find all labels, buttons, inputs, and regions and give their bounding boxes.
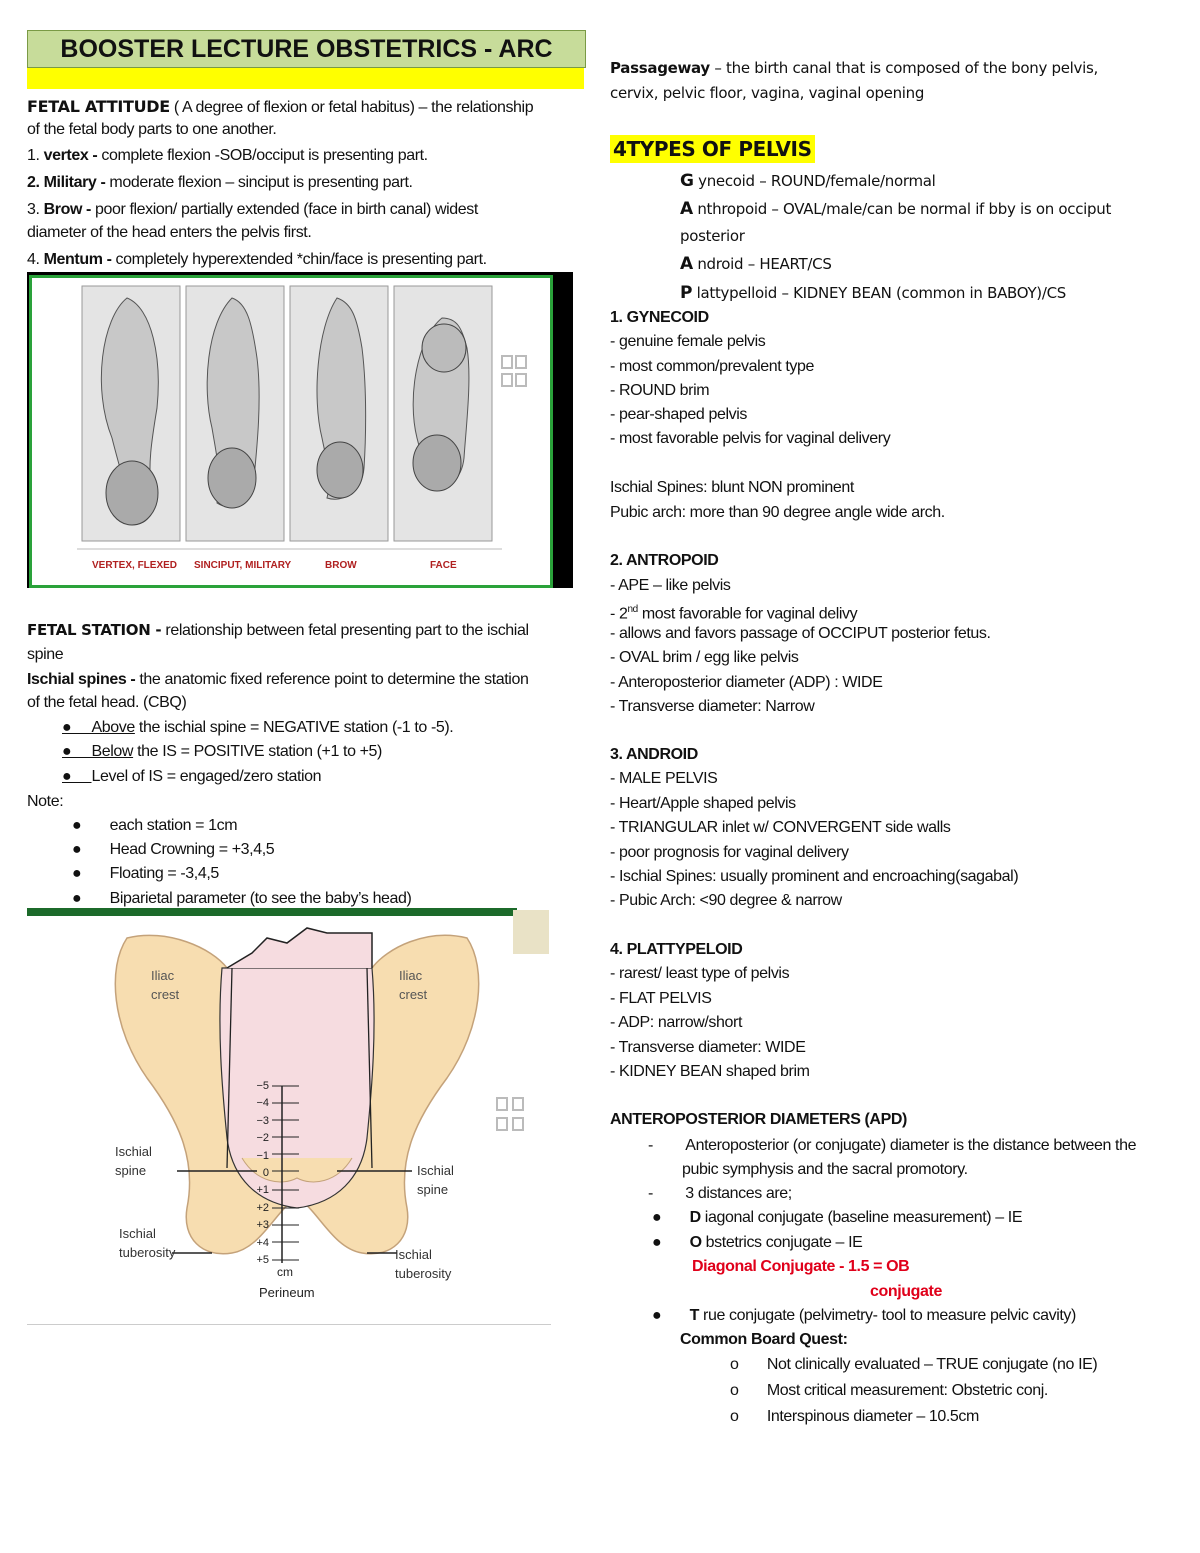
- gynecoid-item: - most favorable pelvis for vaginal deli…: [610, 430, 891, 447]
- fetal-attitude-line: FETAL ATTITUDE ( A degree of flexion or …: [27, 97, 534, 118]
- platypelloid-item: - ADP: narrow/short: [610, 1014, 743, 1031]
- gynecoid-item: - most common/prevalent type: [610, 358, 814, 375]
- label-sinciput: SINCIPUT, MILITARY: [194, 560, 292, 571]
- apd-obstetric: ● O bstetrics conjugate – IE: [652, 1234, 863, 1251]
- gynecoid-spines: Ischial Spines: blunt NON prominent: [610, 479, 854, 496]
- ischial-spines-line: Ischial spines - the anatomic fixed refe…: [27, 671, 529, 688]
- gynecoid-item: - ROUND brim: [610, 382, 710, 399]
- station-bullet-level: ● Level of IS = engaged/zero station: [62, 768, 322, 785]
- antropoid-item: - OVAL brim / egg like pelvis: [610, 649, 799, 666]
- antropoid-item: - allows and favors passage of OCCIPUT p…: [610, 625, 991, 642]
- document-title: BOOSTER LECTURE OBSTETRICS - ARC: [27, 30, 586, 68]
- pelvis-type-anthropoid: A nthropoid – OVAL/male/can be normal if…: [680, 199, 1112, 219]
- antropoid-item: - APE – like pelvis: [610, 577, 731, 594]
- android-title: 3. ANDROID: [610, 746, 698, 763]
- gynecoid-arch: Pubic arch: more than 90 degree angle wi…: [610, 504, 945, 521]
- apd-count: - 3 distances are;: [648, 1185, 792, 1202]
- note-item: ● Head Crowning = +3,4,5: [72, 841, 275, 858]
- passageway-desc-2: cervix, pelvic floor, vagina, vaginal op…: [610, 84, 925, 102]
- platypelloid-item: - Transverse diameter: WIDE: [610, 1039, 806, 1056]
- android-item: - Pubic Arch: <90 degree & narrow: [610, 892, 842, 909]
- pelvis-type-anthropoid-cont: posterior: [680, 227, 745, 245]
- platypelloid-title: 4. PLATTYPELOID: [610, 941, 743, 958]
- gynecoid-item: - pear-shaped pelvis: [610, 406, 747, 423]
- common-board-question: Common Board Quest:: [680, 1331, 848, 1348]
- android-item: - Heart/Apple shaped pelvis: [610, 795, 796, 812]
- fetal-attitude-illustration: [77, 285, 527, 550]
- gynecoid-item: - genuine female pelvis: [610, 333, 766, 350]
- android-item: - TRIANGULAR inlet w/ CONVERGENT side wa…: [610, 819, 951, 836]
- attitude-item-1: 1. vertex - complete flexion -SOB/occipu…: [27, 147, 428, 164]
- android-item: - Ischial Spines: usually prominent and …: [610, 868, 1019, 885]
- android-item: - MALE PELVIS: [610, 770, 718, 787]
- label-vertex: VERTEX, FLEXED: [92, 560, 178, 571]
- attitude-item-3: 3. Brow - poor flexion/ partially extend…: [27, 201, 478, 218]
- station-bullet-above: ● Above the ischial spine = NEGATIVE sta…: [62, 719, 454, 736]
- apd-title: ANTEROPOSTERIOR DIAMETERS (APD): [610, 1111, 907, 1128]
- note-item: ● each station = 1cm: [72, 817, 238, 834]
- cbq-item: o Most critical measurement: Obstetric c…: [730, 1382, 1048, 1399]
- fetal-attitude-title: FETAL ATTITUDE: [27, 97, 170, 116]
- apd-desc-line-2: pubic symphysis and the sacral promotory…: [682, 1161, 968, 1178]
- label-brow: BROW: [325, 560, 357, 571]
- apd-diagonal: ● D iagonal conjugate (baseline measurem…: [652, 1209, 1023, 1226]
- note-label: Note:: [27, 793, 64, 810]
- antropoid-item: - Anteroposterior diameter (ADP) : WIDE: [610, 674, 883, 691]
- attitude-item-4: 4. Mentum - completely hyperextended *ch…: [27, 251, 487, 268]
- conjugate-formula-2: conjugate: [870, 1283, 942, 1300]
- figure-top-bar: [27, 908, 517, 916]
- gynecoid-title: 1. GYNECOID: [610, 309, 709, 326]
- cbq-item: o Interspinous diameter – 10.5cm: [730, 1408, 979, 1425]
- platypelloid-item: - rarest/ least type of pelvis: [610, 965, 790, 982]
- conjugate-formula: Diagonal Conjugate - 1.5 = OB: [692, 1258, 910, 1275]
- platypelloid-item: - KIDNEY BEAN shaped brim: [610, 1063, 810, 1080]
- fetal-attitude-desc: ( A degree of flexion or fetal habitus) …: [169, 99, 534, 116]
- platypelloid-item: - FLAT PELVIS: [610, 990, 712, 1007]
- attitude-item-2: 2. Military - moderate flexion – sincipu…: [27, 174, 413, 191]
- fetal-station-line: FETAL STATION - relationship between fet…: [27, 621, 529, 639]
- note-item: ● Biparietal parameter (to see the baby’…: [72, 890, 412, 907]
- figure-frame: VERTEX, FLEXED SINCIPUT, MILITARY BROW F…: [29, 275, 553, 588]
- ischial-spines-desc-2: of the fetal head. (CBQ): [27, 694, 187, 711]
- android-item: - poor prognosis for vaginal delivery: [610, 844, 849, 861]
- fetal-station-desc-2: spine: [27, 646, 64, 663]
- pelvis-type-gynecoid: G ynecoid – ROUND/female/normal: [680, 171, 936, 191]
- attitude-item-3-cont: diameter of the head enters the pelvis f…: [27, 224, 312, 241]
- antropoid-title: 2. ANTROPOID: [610, 552, 719, 569]
- pelvis-type-platypelloid: P lattypelloid – KIDNEY BEAN (common in …: [680, 283, 1067, 303]
- apd-desc-line: - Anteroposterior (or conjugate) diamete…: [648, 1137, 1137, 1154]
- label-face: FACE: [430, 560, 457, 571]
- antropoid-item: - Transverse diameter: Narrow: [610, 698, 815, 715]
- fetal-attitude-desc-2: of the fetal body parts to one another.: [27, 121, 277, 138]
- apd-true: ● T rue conjugate (pelvimetry- tool to m…: [652, 1307, 1076, 1324]
- station-bullet-below: ● Below the IS = POSITIVE station (+1 to…: [62, 743, 382, 760]
- antropoid-item: - 2nd most favorable for vaginal delivy: [610, 604, 858, 623]
- label-cm: cm: [277, 1265, 293, 1279]
- highlight-bar: [27, 68, 584, 89]
- cbq-item: o Not clinically evaluated – TRUE conjug…: [730, 1356, 1098, 1373]
- pelvis-type-android: A ndroid – HEART/CS: [680, 254, 832, 274]
- pelvis-illustration: [114, 910, 549, 1263]
- note-item: ● Floating = -3,4,5: [72, 865, 219, 882]
- fetal-attitude-figure: VERTEX, FLEXED SINCIPUT, MILITARY BROW F…: [27, 272, 573, 588]
- types-heading: 4TYPES OF PELVIS: [610, 135, 815, 163]
- passageway-line: Passageway – the birth canal that is com…: [610, 59, 1098, 77]
- label-perineum: Perineum: [259, 1285, 315, 1300]
